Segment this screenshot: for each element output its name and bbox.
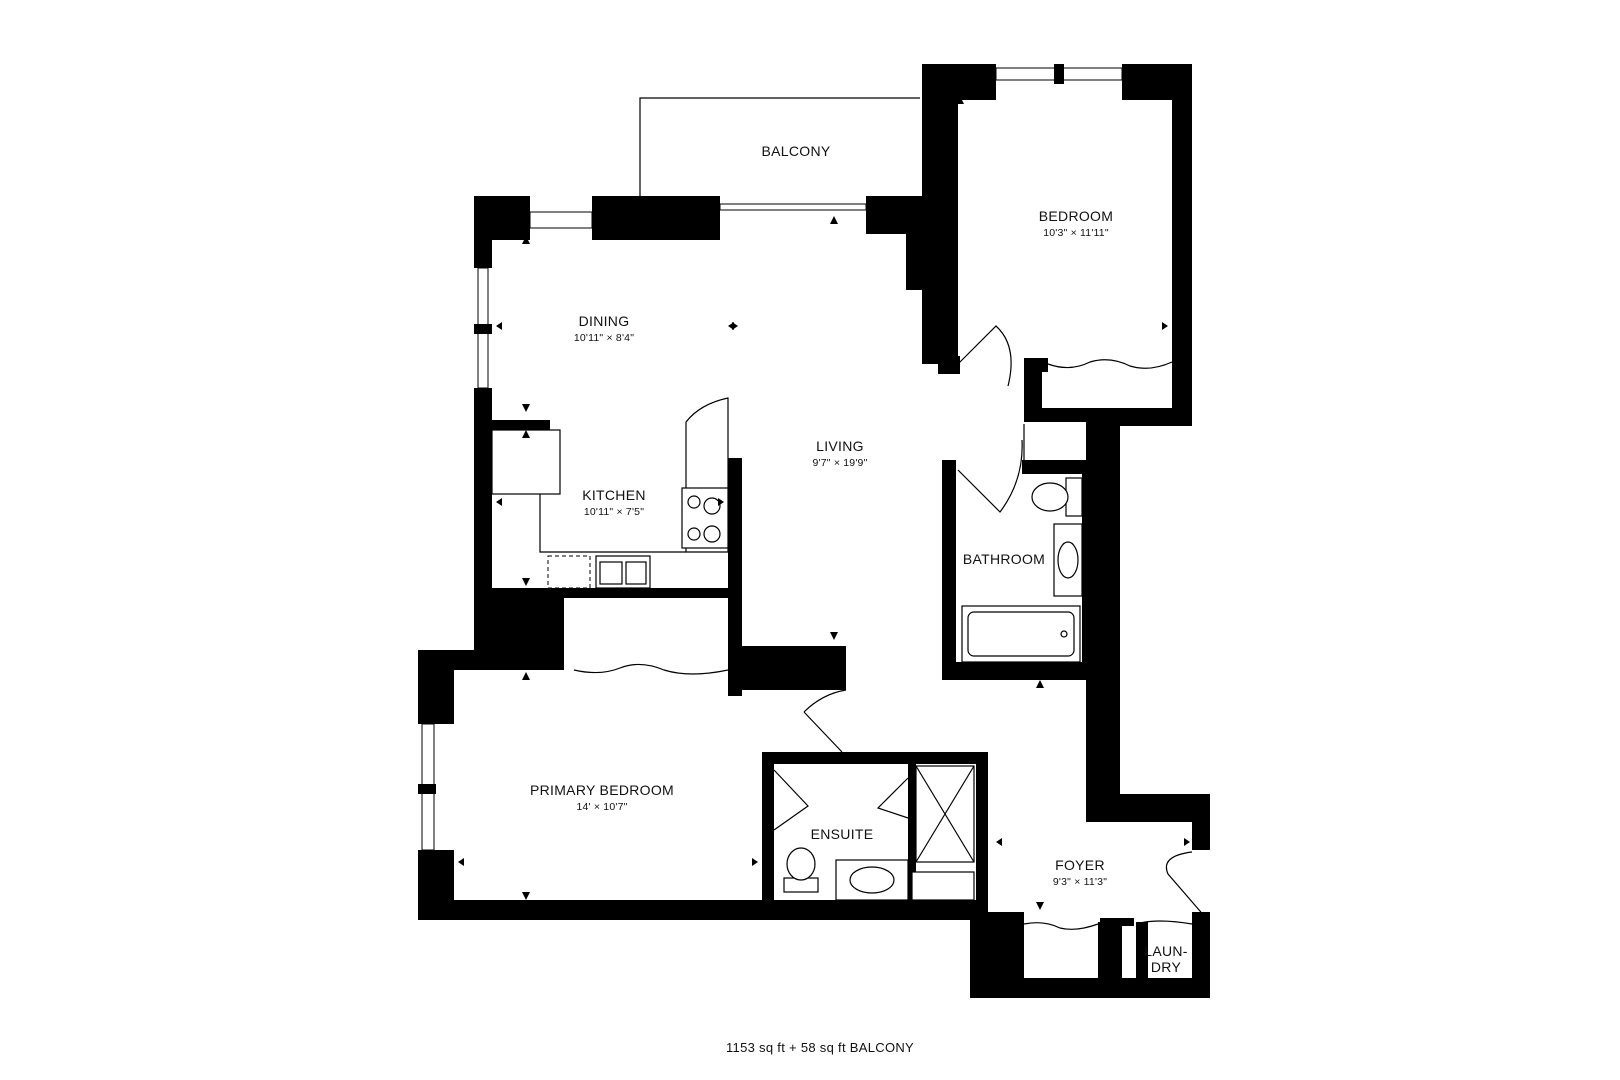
doors xyxy=(573,325,1207,930)
balcony-label: BALCONY xyxy=(761,143,830,159)
kitchen-label: KITCHEN xyxy=(582,487,646,503)
bathroom-label: BATHROOM xyxy=(963,551,1045,567)
dining-dims: 10'11" × 8'4" xyxy=(574,332,634,344)
laundry-label-line1: LAUN- xyxy=(1144,943,1188,959)
foyer-dims: 9'3" × 11'3" xyxy=(1053,876,1107,888)
ensuite-label: ENSUITE xyxy=(811,826,874,842)
living-dims: 9'7" × 19'9" xyxy=(812,457,867,469)
windows xyxy=(418,64,1123,851)
kitchen-dims: 10'11" × 7'5" xyxy=(584,506,644,518)
primary-bedroom-label: PRIMARY BEDROOM xyxy=(530,782,674,798)
walls xyxy=(418,64,1210,998)
primary-bedroom-dims: 14' × 10'7" xyxy=(576,801,627,813)
bathroom-fixtures xyxy=(961,477,1083,663)
bedroom-dims: 10'3" × 11'11" xyxy=(1043,227,1109,239)
laundry-label-line2: DRY xyxy=(1151,959,1182,975)
kitchen-fixtures xyxy=(491,397,729,589)
room-labels: BALCONY BEDROOM 10'3" × 11'11" DINING 10… xyxy=(530,143,1188,975)
living-label: LIVING xyxy=(816,438,864,454)
area-caption: 1153 sq ft + 58 sq ft BALCONY xyxy=(726,1040,914,1055)
ensuite-fixtures xyxy=(783,765,975,901)
dining-label: DINING xyxy=(579,313,630,329)
measurement-ticks xyxy=(458,96,1190,910)
foyer-label: FOYER xyxy=(1055,857,1105,873)
bedroom-label: BEDROOM xyxy=(1039,208,1113,224)
balcony-outline xyxy=(639,97,920,196)
